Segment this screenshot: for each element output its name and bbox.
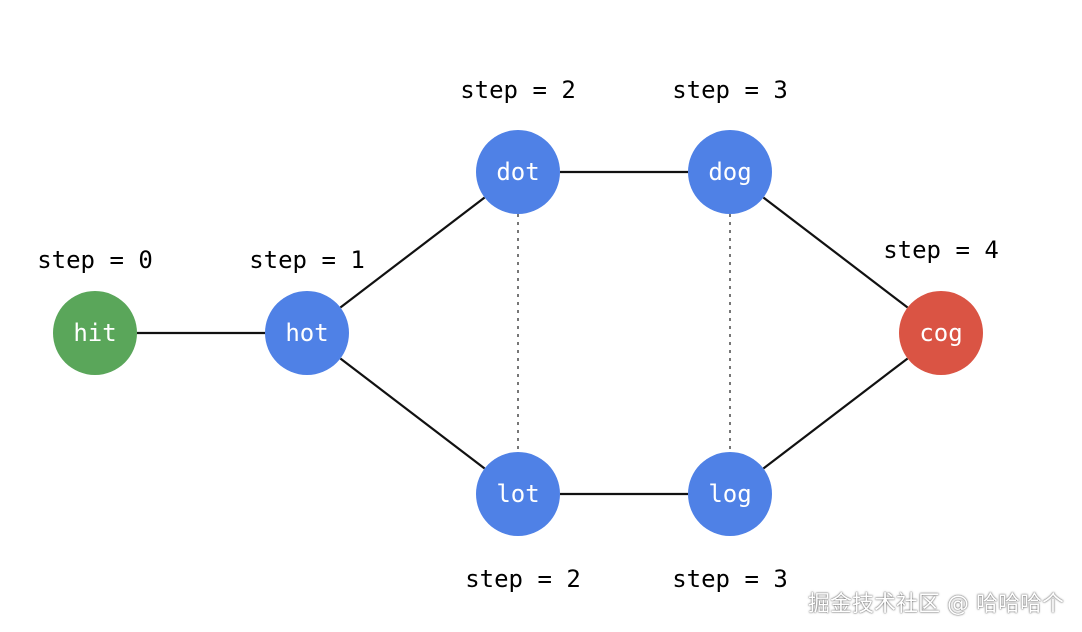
- node-log-label: log: [708, 480, 751, 508]
- step-label-lot: step = 2: [465, 565, 581, 593]
- node-dog: dog: [688, 130, 772, 214]
- node-dog-circle: [688, 130, 772, 214]
- step-labels-layer: step = 0 step = 1 step = 2 step = 2 step = 3…: [37, 76, 999, 593]
- node-cog-circle: [899, 291, 983, 375]
- node-hit: hit: [53, 291, 137, 375]
- node-cog: cog: [899, 291, 983, 375]
- step-label-log: step = 3: [672, 565, 788, 593]
- step-label-hot: step = 1: [249, 246, 365, 274]
- node-cog-label: cog: [919, 319, 962, 347]
- node-lot-label: lot: [496, 480, 539, 508]
- step-label-hit: step = 0: [37, 246, 153, 274]
- node-lot-circle: [476, 452, 560, 536]
- node-hit-label: hit: [73, 319, 116, 347]
- edge-dog-cog: [762, 196, 909, 309]
- step-label-cog: step = 4: [883, 236, 999, 264]
- nodes-layer: hit hot dot lot dog log cog: [53, 130, 983, 536]
- node-hot: hot: [265, 291, 349, 375]
- node-dot: dot: [476, 130, 560, 214]
- node-log: log: [688, 452, 772, 536]
- edge-log-cog: [762, 357, 909, 470]
- step-label-dog: step = 3: [672, 76, 788, 104]
- node-dot-label: dot: [496, 158, 539, 186]
- watermark-text: 掘金技术社区 @ 哈哈哈个: [808, 592, 1064, 617]
- node-log-circle: [688, 452, 772, 536]
- node-hot-label: hot: [285, 319, 328, 347]
- edges-layer: [137, 170, 909, 496]
- node-lot: lot: [476, 452, 560, 536]
- node-hot-circle: [265, 291, 349, 375]
- node-hit-circle: [53, 291, 137, 375]
- edge-hot-dot: [339, 196, 486, 309]
- node-dog-label: dog: [708, 158, 751, 186]
- node-dot-circle: [476, 130, 560, 214]
- step-label-dot: step = 2: [460, 76, 576, 104]
- edge-hot-lot: [339, 357, 486, 470]
